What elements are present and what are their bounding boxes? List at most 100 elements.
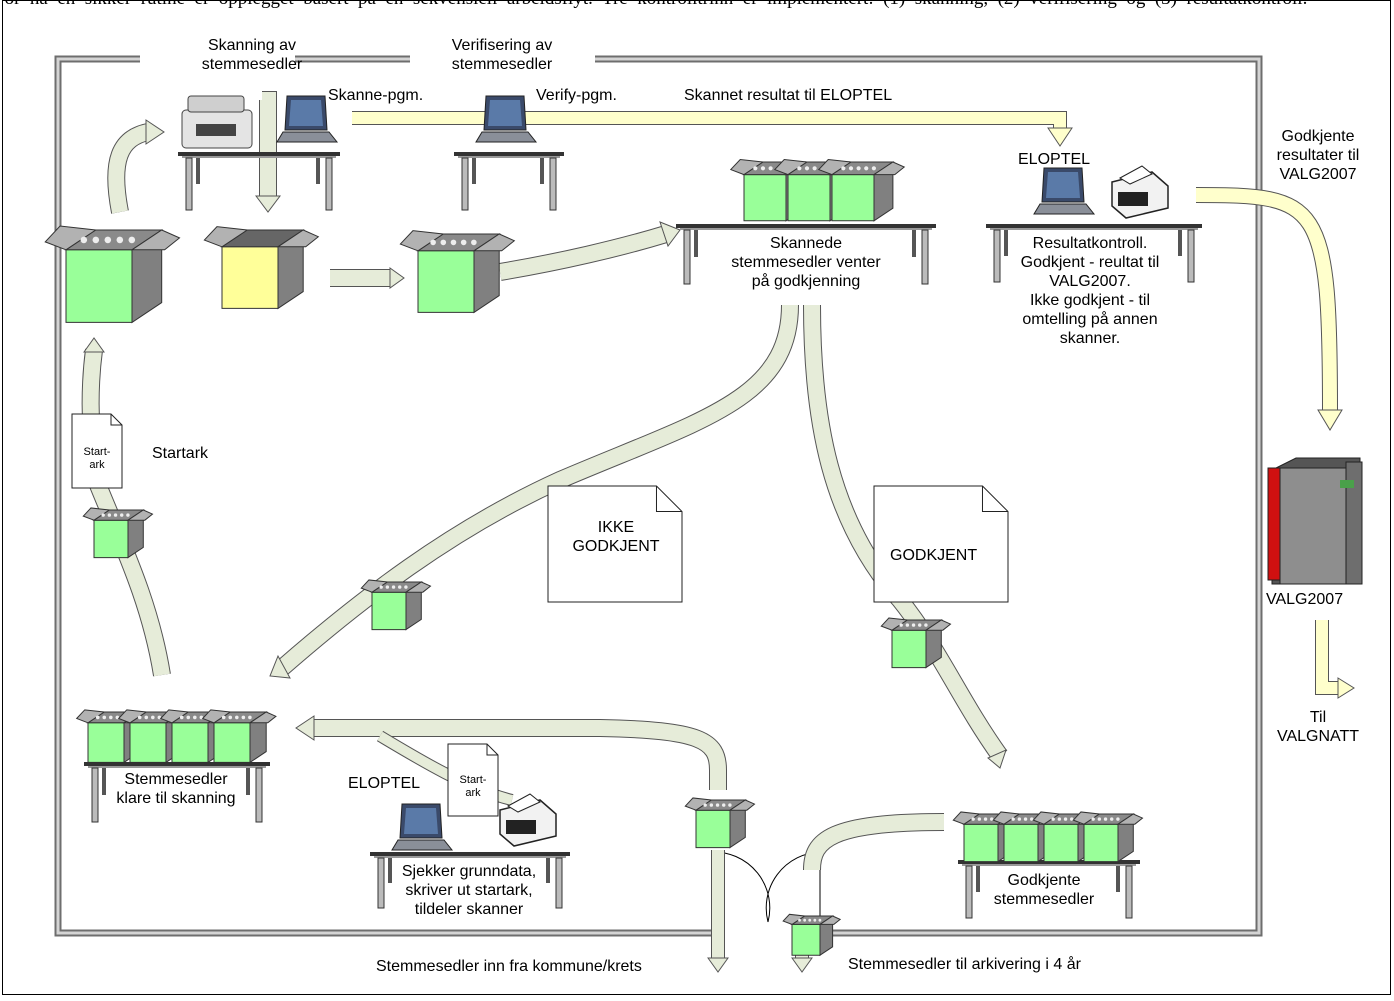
box-godkjent-ballot-4 (924, 623, 928, 627)
box-scanned-3-ballot-0 (841, 166, 846, 171)
box-godkjent-front (891, 629, 927, 669)
box-arkiv (782, 913, 842, 957)
box-verified-flap-right (472, 233, 516, 252)
box-ready-4-ballot-2 (235, 715, 239, 720)
table-ready-top (84, 762, 270, 766)
box-godkjente-2-front (1003, 823, 1039, 863)
box-ikke-flap-left (360, 579, 389, 593)
table-verify-leg-1 (549, 157, 557, 211)
box-scanned-2-ballot-2 (812, 166, 817, 171)
doc-startark-bottom-fold (486, 744, 498, 756)
box-ready-2-front (129, 722, 167, 763)
arrow-to-valgnatt-head (1337, 677, 1355, 699)
printer-eloptel-top-paper (1118, 165, 1153, 185)
box-arkiv-ballot-1 (803, 918, 807, 922)
table-godkjente-leg-0 (965, 865, 973, 919)
arrow-yellow-to-green-head (389, 267, 405, 289)
box-godkjente-1-ballot-0 (971, 817, 975, 821)
box-startark-flap-right (126, 509, 154, 521)
box-godkjente-4 (1072, 811, 1144, 863)
server-red-side (1267, 467, 1281, 581)
box-godkjente-2-ballot-2 (1023, 817, 1028, 821)
box-ready-3-ballot-1 (186, 715, 191, 720)
box-ready-4-flap-right (248, 711, 277, 724)
box-ikke-ballot-4 (404, 585, 408, 589)
box-ready-4-front (213, 722, 251, 763)
table-ready (84, 762, 270, 823)
table-scanning-top (178, 152, 340, 156)
label-godkjente-stemmesedler: Godkjente stemmesedler (993, 872, 1095, 908)
box-ikke-ballot-0 (379, 585, 383, 589)
table-verify-leg-inner-a (472, 158, 476, 184)
box-verified-ballot-3 (460, 239, 467, 246)
table-resultatkontroll-top (986, 224, 1202, 228)
laptop-scanning (276, 95, 339, 143)
box-arkiv-front (791, 923, 821, 956)
box-verified-ballot-0 (430, 239, 436, 246)
label-godkjente-resultater: Godkjente resultater til VALG2007 (1276, 128, 1360, 183)
table-godkjente-leg-inner-a (976, 866, 980, 892)
box-verified-ballot-1 (440, 239, 447, 246)
box-startark (82, 507, 154, 559)
box-startark-ballot-3 (120, 513, 124, 517)
box-start-flap-right (130, 229, 181, 251)
doc-startark-bottom (447, 743, 499, 817)
box-yellow (203, 226, 320, 310)
box-scanned-3-ballot-3 (864, 166, 869, 171)
arrow-to-valg2007-body (1195, 188, 1337, 413)
arrow-box-to-scanner-body (108, 124, 151, 214)
label-sjekker: Sjekker grunndata, skriver ut startark, … (401, 863, 537, 918)
box-ready-2-ballot-1 (144, 715, 149, 720)
table-scanning-leg-0 (185, 157, 193, 211)
label-eloptel-bottom: ELOPTEL (348, 775, 421, 792)
doc-ikke-godkjent (547, 485, 683, 603)
door-swing-left (711, 851, 771, 923)
wall-right-bottom-inner (595, 57, 1261, 935)
box-verified-front (417, 250, 475, 313)
arrow-up-to-start-head (83, 337, 105, 353)
laptop-scanning-keyboard (276, 131, 339, 143)
table-godkjente-leg-inner-b (1116, 866, 1120, 892)
box-ready-4-ballot-3 (241, 715, 246, 720)
label-skanne-pgm: Skanne-pgm. (328, 87, 424, 104)
box-godkjent-ballot-3 (918, 623, 922, 627)
box-arkiv-ballot-0 (798, 918, 801, 922)
arrow-to-scanned-head (659, 221, 681, 248)
box-godkjente-2-ballot-1 (1017, 817, 1022, 821)
label-verifisering: Verifisering av stemmesedler (451, 37, 553, 73)
box-godkjente-1-ballot-2 (983, 817, 988, 821)
server-right (1345, 461, 1363, 585)
laptop-eloptel-bottom-keyboard (391, 839, 454, 851)
table-sjekker-top (370, 852, 570, 856)
doc-startark-left (71, 413, 123, 489)
label-godkjent: GODKJENT (890, 547, 978, 564)
box-ikke (360, 579, 432, 631)
table-ready-leg-inner-b (246, 768, 250, 795)
box-scanned-2-front (787, 174, 831, 222)
laptop-scanning-screen (289, 100, 323, 126)
box-start (44, 225, 181, 324)
wall-left-bottom-inner (56, 57, 712, 935)
header-text: For ha en sikker rutine er opplegget bas… (0, 0, 1394, 8)
arrow-scanner-to-yellow-box-head (255, 195, 281, 213)
box-verified-flap-left (399, 230, 445, 252)
laptop-eloptel-top-keyboard (1033, 203, 1096, 215)
server-front (1279, 467, 1347, 585)
label-til-valgnatt: Til VALGNATT (1276, 709, 1360, 745)
label-ikke-godkjent: IKKE GODKJENT (572, 519, 660, 555)
box-startark-front (93, 519, 129, 559)
table-scanned (676, 224, 936, 285)
box-godkjente-2-flap-left (992, 811, 1021, 825)
box-scanned-3-flap-left (817, 158, 853, 176)
box-godkjente-4-ballot-4 (1116, 817, 1120, 821)
box-start-ballot-1 (92, 236, 100, 244)
server-valg2007 (1267, 457, 1363, 585)
label-verify-pgm: Verify-pgm. (536, 87, 617, 104)
table-godkjente-leg-1 (1125, 865, 1133, 919)
box-scanned-1-ballot-1 (760, 166, 766, 171)
box-startark-ballot-0 (101, 513, 105, 517)
box-arkiv-ballot-2 (808, 918, 812, 922)
box-ikke-front (371, 591, 407, 631)
